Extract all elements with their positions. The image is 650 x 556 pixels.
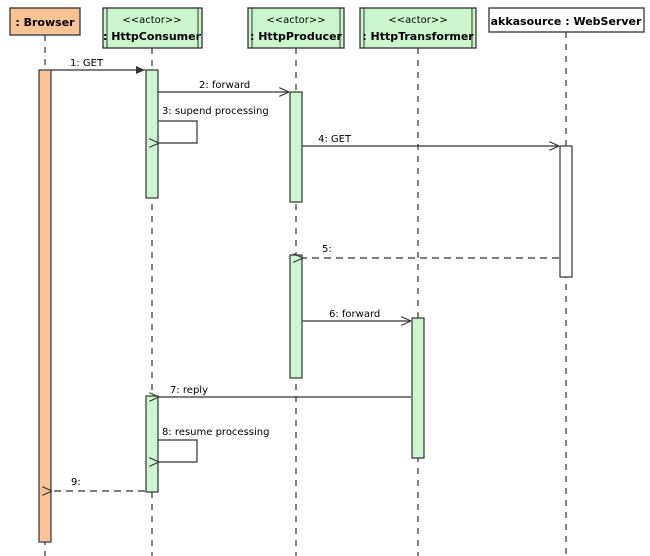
participant-transformer-box (359, 7, 477, 49)
participant-webserver[interactable]: akkasource : WebServer (488, 7, 645, 33)
participant-consumer[interactable]: <<actor>> : HttpConsumer (102, 7, 203, 49)
participant-webserver-box (488, 7, 645, 33)
message-9[interactable]: 9: (52, 477, 145, 491)
participant-consumer-stereotype: <<actor>> (122, 15, 181, 26)
participant-producer-name: : HttpProducer (250, 30, 343, 43)
activation-producer-1 (289, 91, 303, 203)
message-4[interactable]: 4: GET (302, 134, 559, 146)
activation-bars-group (38, 69, 573, 543)
message-1-label: 1: GET (70, 58, 104, 69)
participant-transformer[interactable]: <<actor>> : HttpTransformer (359, 7, 477, 49)
participant-browser[interactable]: : Browser (9, 7, 81, 36)
message-7-label: 7: reply (170, 385, 208, 396)
message-2-label: 2: forward (199, 80, 250, 91)
activation-consumer-1 (145, 69, 159, 199)
message-3-arrow (158, 120, 198, 143)
participant-producer-stereotype: <<actor>> (266, 15, 325, 26)
message-6[interactable]: 6: forward (302, 309, 411, 321)
participant-consumer-box (102, 7, 203, 49)
message-5[interactable]: 5: (303, 244, 559, 258)
participant-browser-name: : Browser (15, 16, 75, 29)
participant-browser-box (9, 7, 81, 36)
message-8-arrow (158, 439, 198, 462)
message-7[interactable]: 7: reply (159, 385, 411, 397)
message-8[interactable]: 8: resume processing (158, 427, 269, 462)
message-8-label: 8: resume processing (162, 427, 269, 438)
participant-producer-box (247, 7, 345, 49)
message-9-label: 9: (71, 477, 81, 488)
message-3[interactable]: 3: supend processing (158, 106, 269, 143)
activation-browser (38, 69, 52, 543)
message-2[interactable]: 2: forward (158, 80, 289, 92)
message-5-label: 5: (322, 244, 332, 255)
participant-webserver-name: akkasource : WebServer (491, 15, 642, 28)
message-3-label: 3: supend processing (162, 106, 269, 117)
participant-producer[interactable]: <<actor>> : HttpProducer (247, 7, 345, 49)
message-4-label: 4: GET (318, 134, 352, 145)
activation-producer-2 (289, 254, 303, 379)
participant-transformer-name: : HttpTransformer (362, 30, 474, 43)
lifelines-group (44, 32, 567, 556)
participant-consumer-name: : HttpConsumer (103, 30, 202, 43)
activation-webserver-1 (559, 145, 573, 278)
message-6-label: 6: forward (329, 309, 380, 320)
activation-consumer-2 (145, 395, 159, 493)
message-1[interactable]: 1: GET (51, 58, 145, 74)
participant-transformer-stereotype: <<actor>> (388, 15, 447, 26)
activation-transformer-1 (411, 317, 425, 459)
